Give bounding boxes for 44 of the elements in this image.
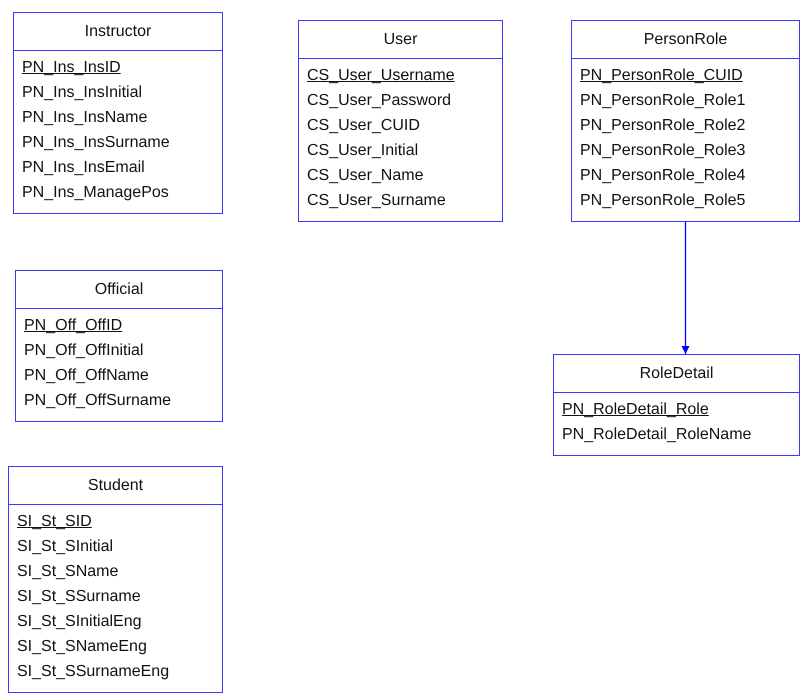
table-name: RoleDetail (640, 364, 714, 382)
field-name: PN_PersonRole_Role5 (580, 191, 746, 211)
field-name: PN_Off_OffSurname (24, 391, 172, 411)
field-name: PN_Off_OffInitial (24, 341, 144, 361)
primary-key-field: SI_St_SID (17, 509, 92, 534)
entity-table (13, 12, 223, 214)
field-name: PN_Ins_InsName (22, 108, 148, 128)
table-name: PersonRole (644, 30, 728, 48)
field-name: CS_User_CUID (307, 116, 420, 136)
field-name: PN_Ins_InsSurname (22, 133, 170, 153)
field-name: SI_St_SSurname (17, 587, 141, 607)
table-name: Instructor (84, 22, 152, 40)
entity-table (571, 20, 800, 222)
primary-key-field: PN_Off_OffID (24, 313, 122, 338)
field-name: SI_St_SSurnameEng (17, 662, 170, 682)
field-name: PN_PersonRole_Role2 (580, 116, 746, 136)
arrow (682, 222, 690, 354)
field-name: CS_User_Name (307, 166, 424, 186)
primary-key-field: CS_User_Username (307, 63, 455, 88)
table-name: User (384, 30, 418, 48)
field-name: PN_PersonRole_Role3 (580, 141, 746, 161)
primary-key-field: PN_Ins_InsID (22, 55, 121, 80)
field-name: PN_Ins_InsEmail (22, 158, 145, 178)
entity-table (553, 354, 800, 456)
field-name: SI_St_SInitial (17, 537, 114, 557)
primary-key-field: PN_RoleDetail_Role (562, 397, 709, 422)
field-name: PN_Off_OffName (24, 366, 149, 386)
entity-table (298, 20, 503, 222)
field-name: PN_RoleDetail_RoleName (562, 425, 752, 445)
table-name: Student (88, 476, 144, 494)
field-name: CS_User_Surname (307, 191, 446, 211)
field-name: SI_St_SNameEng (17, 637, 147, 657)
field-name: PN_PersonRole_Role1 (580, 91, 746, 111)
field-name: SI_St_SInitialEng (17, 612, 142, 632)
field-name: PN_Ins_ManagePos (22, 183, 169, 203)
field-name: PN_PersonRole_Role4 (580, 166, 746, 186)
field-name: CS_User_Password (307, 91, 452, 111)
field-name: CS_User_Initial (307, 141, 418, 161)
field-name: PN_Ins_InsInitial (22, 83, 142, 103)
entity-table (8, 466, 223, 693)
table-name: Official (94, 280, 144, 298)
primary-key-field: PN_PersonRole_CUID (580, 63, 743, 88)
field-name: SI_St_SName (17, 562, 118, 582)
entity-table (15, 270, 223, 422)
